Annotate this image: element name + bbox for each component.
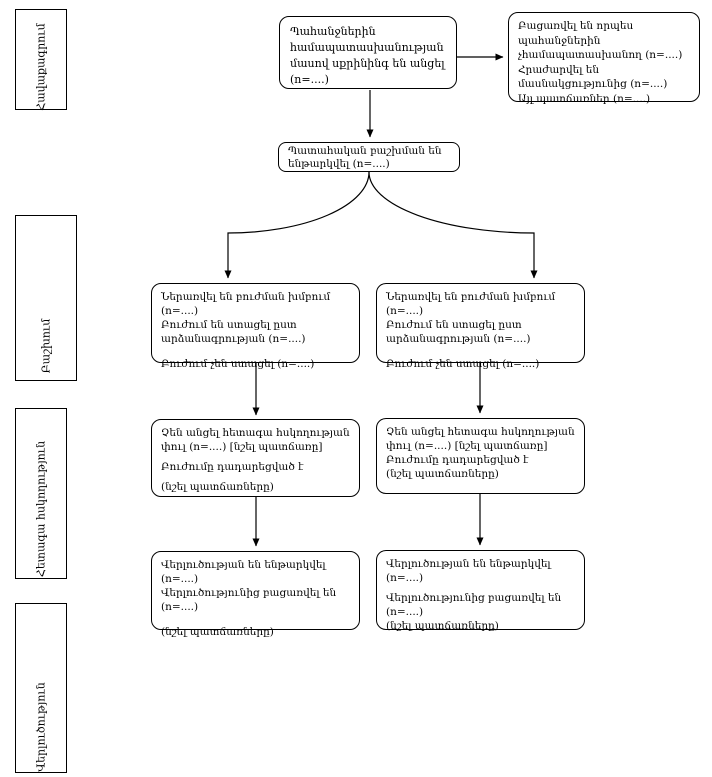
analysis-left-line-3: (նշել պատճառները) xyxy=(161,626,274,638)
stage-label-allocation: Բաշխում xyxy=(39,318,53,373)
arrow-randomized-to-allocation-right xyxy=(368,171,538,279)
stage-box-allocation: Բաշխում xyxy=(15,215,77,381)
screening-text: Պահանջներին համապատասխանության մասով սքր… xyxy=(290,25,445,86)
stage-label-followup: Հետագա հսկողություն xyxy=(34,440,48,577)
analysis-left-line-2: Վերլուծությունից բացառվել են (n=....) xyxy=(161,587,337,613)
analysis-right-box: Վերլուծության են ենթարկվել (n=....) Վերլ… xyxy=(376,550,585,632)
allocation-right-box: Ներառվել են բուժման խմբում (n=....) Բուժ… xyxy=(376,283,585,370)
excluded-line-2: Հրաժարվել են մասնակցությունից (n=....) xyxy=(518,63,668,91)
followup-right-box: Չեն անցել հետագա հսկողության փուլ (n=...… xyxy=(376,418,585,494)
analysis-right-line-3: (նշել պատճառները) xyxy=(386,620,499,632)
randomized-box: Պատահական բաշխման են ենթարկվել (n=....) xyxy=(278,142,460,172)
analysis-right-line-1: Վերլուծության են ենթարկվել (n=....) xyxy=(386,558,551,584)
stage-label-analysis: Վերլուծություն xyxy=(34,681,48,772)
allocation-right-line-2: Բուժում են ստացել ըստ արձանագրության (n=… xyxy=(386,319,531,345)
excluded-box: Բացառվել են որպես պահանջներին չհամապատաս… xyxy=(508,12,700,105)
followup-right-line-1: Չեն անցել հետագա հսկողության փուլ (n=...… xyxy=(386,426,575,452)
allocation-left-line-1: Ներառվել են բուժման խմբում (n=....) xyxy=(161,291,331,317)
stage-label-enrollment: Հավաքագրում xyxy=(34,23,48,112)
excluded-line-1: Բացառվել են որպես պահանջներին չհամապատաս… xyxy=(518,20,683,61)
screening-box: Պահանջներին համապատասխանության մասով սքր… xyxy=(279,16,457,89)
allocation-left-line-2: Բուժում են ստացել ըստ արձանագրության (n=… xyxy=(161,319,306,345)
analysis-left-box: Վերլուծության են ենթարկվել (n=....) Վերլ… xyxy=(151,551,360,638)
arrow-randomized-to-allocation-left xyxy=(224,171,370,279)
stage-box-analysis: Վերլուծություն xyxy=(15,603,67,773)
analysis-left-line-1: Վերլուծության են ենթարկվել (n=....) xyxy=(161,559,326,585)
allocation-left-box: Ներառվել են բուժման խմբում (n=....) Բուժ… xyxy=(151,283,360,370)
allocation-right-line-3: Բուժում չեն ստացել (n=....) xyxy=(386,358,540,370)
randomized-text: Պատահական բաշխման են ենթարկվել (n=....) xyxy=(288,145,442,170)
followup-left-box: Չեն անցել հետագա հսկողության փուլ (n=...… xyxy=(151,419,360,497)
excluded-line-3: Այլ պատճառներ (n=....) xyxy=(518,92,651,105)
analysis-right-line-2: Վերլուծությունից բացառվել են (n=....) xyxy=(386,592,562,618)
allocation-left-line-3: Բուժում չեն ստացել (n=....) xyxy=(161,358,315,370)
stage-box-enrollment: Հավաքագրում xyxy=(15,9,67,112)
stage-box-followup: Հետագա հսկողություն xyxy=(15,408,67,579)
followup-left-line-1: Չեն անցել հետագա հսկողության փուլ (n=...… xyxy=(161,427,350,453)
followup-left-line-2: Բուժումը դադարեցված է xyxy=(161,461,304,473)
followup-right-line-3: (նշել պատճառները) xyxy=(386,468,499,480)
allocation-right-line-1: Ներառվել են բուժման խմբում (n=....) xyxy=(386,291,556,317)
followup-left-line-3: (նշել պատճառները) xyxy=(161,481,274,493)
followup-right-line-2: Բուժումը դադարեցված է xyxy=(386,454,529,466)
